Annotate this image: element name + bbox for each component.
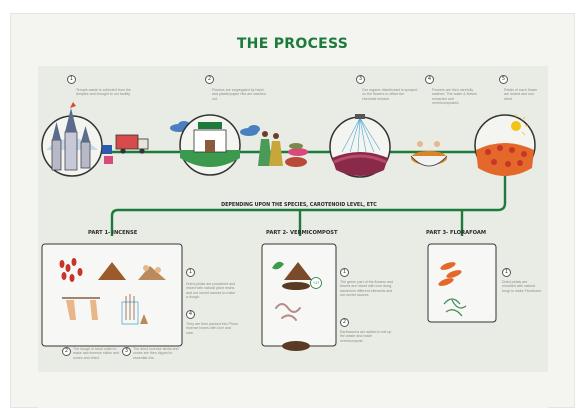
footer-band (38, 372, 548, 408)
vermicompost-note-2-number: 2 (340, 318, 349, 327)
part-1-label: PART 1- INCENSE (88, 230, 138, 236)
step-1-number: 1 (67, 75, 76, 84)
incense-note-2-number: 2 (62, 347, 71, 356)
workers-illustration (258, 131, 308, 167)
step-5-number: 5 (499, 75, 508, 84)
florafoam-note-1-number: 1 (502, 268, 511, 277)
incense-note-1-text: Dried petals are powdered and mixed with… (186, 282, 236, 300)
washing-illustration (410, 141, 448, 167)
step-4-number: 4 (425, 75, 434, 84)
step-1-text: Temple waste is collected from the templ… (76, 88, 131, 97)
incense-note-1-number: 1 (186, 268, 195, 277)
incense-note-3-number: 3 (122, 347, 131, 356)
spray-illustration (329, 114, 391, 178)
page-title: THE PROCESS (236, 36, 349, 52)
step-4-text: Flowers are then carefully washed. The w… (432, 88, 478, 106)
part-3-label: PART 3- FLORAFOAM (426, 230, 487, 236)
truck-icon (115, 134, 149, 154)
step-2-number: 2 (205, 75, 214, 84)
step-2-text: Flowers are segregated by hand and plast… (212, 88, 266, 101)
vermicompost-note-1-text: The green part of the flowers and leaves… (340, 280, 393, 298)
vermicompost-badge: +17 (313, 281, 320, 285)
florafoam-note-1-text: Dried petals are moulded with natural fu… (502, 280, 542, 293)
step-5-text: Petals of each flower are sorted and sun… (504, 88, 538, 101)
incense-illustration (59, 258, 166, 325)
step-3-number: 3 (356, 75, 365, 84)
vermicompost-illustration (272, 261, 322, 351)
incense-note-3-text: The dried incense sticks and cones are t… (133, 347, 179, 360)
vermicompost-note-1-number: 1 (340, 268, 349, 277)
part-2-label: PART 2- VERMICOMPOST (266, 230, 338, 236)
facility-illustration (179, 114, 241, 176)
branch-heading: DEPENDING UPON THE SPECIES, CAROTENOID L… (221, 203, 377, 208)
incense-note-4-number: 4 (186, 310, 195, 319)
drying-illustration (474, 114, 536, 176)
florafoam-illustration (438, 262, 467, 317)
incense-note-4-text: They are then packed into Phool incense … (186, 322, 238, 335)
vermicompost-note-2-text: Earthworms are added to eat up the waste… (340, 330, 392, 343)
part-boxes (41, 243, 497, 347)
temple-illustration (41, 102, 113, 177)
incense-note-2-text: The dough is hand rolled to make raw inc… (73, 347, 119, 360)
step-3-text: Our organic disinfectant is sprayed on t… (362, 88, 418, 101)
